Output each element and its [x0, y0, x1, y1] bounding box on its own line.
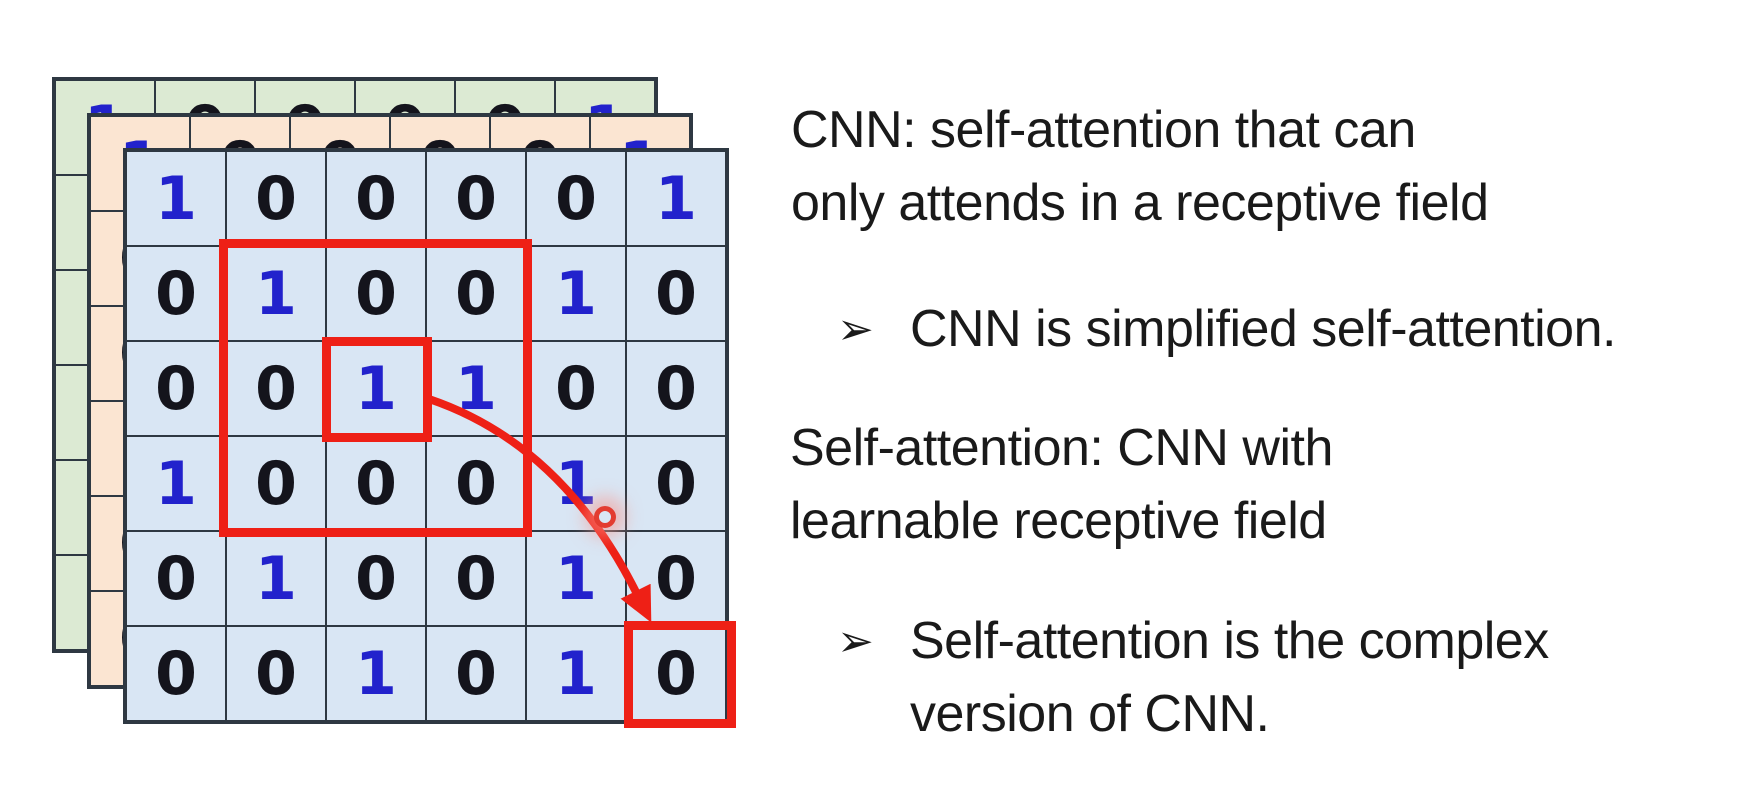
grid-cell: 1 — [226, 531, 326, 626]
cell-value: 0 — [655, 353, 697, 424]
grid-cell: 0 — [126, 531, 226, 626]
grid-cell: 0 — [226, 151, 326, 246]
grid-cell: 1 — [526, 626, 626, 721]
bullet-cnn-simplified: ➢ CNN is simplified self-attention. — [837, 293, 1616, 366]
cell-value: 0 — [155, 638, 197, 709]
cell-value: 1 — [555, 448, 597, 519]
paragraph-cnn: CNN: self-attention that can only attend… — [791, 94, 1489, 240]
cell-value: 1 — [255, 543, 297, 614]
cell-value: 1 — [355, 353, 397, 424]
cell-value: 0 — [255, 353, 297, 424]
grid-cell: 0 — [326, 531, 426, 626]
cell-value: 0 — [155, 258, 197, 329]
grid-cell: 0 — [426, 151, 526, 246]
cell-value: 0 — [655, 448, 697, 519]
cell-value: 1 — [155, 163, 197, 234]
cell-value: 0 — [355, 543, 397, 614]
arrow-bullet-icon: ➢ — [837, 616, 874, 667]
cell-value: 1 — [555, 638, 597, 709]
grid-cell: 0 — [126, 341, 226, 436]
paragraph-self-attention-line2: learnable receptive field — [790, 492, 1327, 550]
cell-value: 0 — [355, 163, 397, 234]
cell-value: 0 — [555, 163, 597, 234]
grid-cell: 0 — [426, 531, 526, 626]
cell-value: 0 — [155, 543, 197, 614]
cell-value: 0 — [155, 353, 197, 424]
grid-cell: 1 — [126, 436, 226, 531]
paragraph-cnn-line1: CNN: self-attention that can — [791, 101, 1416, 159]
grid-cell: 0 — [626, 246, 726, 341]
cell-value: 0 — [355, 448, 397, 519]
grid-cell: 0 — [626, 531, 726, 626]
cell-value: 1 — [555, 258, 597, 329]
grid-cell: 0 — [426, 626, 526, 721]
receptive-field-box — [219, 239, 532, 537]
cell-value: 1 — [355, 638, 397, 709]
paragraph-cnn-line2: only attends in a receptive field — [791, 174, 1489, 232]
grid-cell: 0 — [326, 151, 426, 246]
grid-cell: 1 — [326, 626, 426, 721]
grid-cell: 0 — [526, 151, 626, 246]
grid-cell: 1 — [126, 151, 226, 246]
grid-cell: 0 — [626, 436, 726, 531]
grid-cell: 0 — [126, 246, 226, 341]
target-cell-box — [624, 621, 736, 728]
bullet-complex-line1: Self-attention is the complex — [910, 612, 1549, 670]
cell-value: 0 — [255, 163, 297, 234]
cell-value: 0 — [555, 353, 597, 424]
bullet-self-attention-complex: ➢ Self-attention is the complex version … — [837, 605, 1549, 751]
cell-value: 1 — [655, 163, 697, 234]
center-cell-box — [322, 337, 432, 442]
cell-value: 1 — [155, 448, 197, 519]
grid-cell: 0 — [226, 626, 326, 721]
cell-value: 0 — [655, 638, 697, 709]
bullet-cnn-simplified-text: CNN is simplified self-attention. — [910, 300, 1616, 358]
cell-value: 0 — [655, 258, 697, 329]
grid-cell: 1 — [526, 246, 626, 341]
bullet-complex-line2: version of CNN. — [910, 685, 1270, 743]
cell-value: 0 — [455, 258, 497, 329]
paragraph-self-attention-line1: Self-attention: CNN with — [790, 419, 1333, 477]
grid-cell: 0 — [626, 341, 726, 436]
cell-value: 0 — [355, 258, 397, 329]
grid-cell: 0 — [326, 436, 426, 531]
cell-value: 1 — [255, 258, 297, 329]
laser-pointer-dot — [594, 506, 616, 528]
grid-cell: 1 — [526, 531, 626, 626]
cell-value: 0 — [455, 638, 497, 709]
cell-value: 0 — [455, 543, 497, 614]
cell-value: 0 — [255, 638, 297, 709]
grid-cell: 0 — [526, 341, 626, 436]
grid-cell: 1 — [626, 151, 726, 246]
arrow-bullet-icon: ➢ — [837, 304, 874, 355]
grid-cell: 1 — [226, 246, 326, 341]
paragraph-self-attention: Self-attention: CNN with learnable recep… — [790, 412, 1333, 558]
cell-value: 0 — [655, 543, 697, 614]
cell-value: 0 — [455, 163, 497, 234]
cell-value: 1 — [555, 543, 597, 614]
grid-cell: 0 — [126, 626, 226, 721]
cell-value: 0 — [255, 448, 297, 519]
bullet-self-attention-complex-text: Self-attention is the complex version of… — [910, 605, 1549, 751]
